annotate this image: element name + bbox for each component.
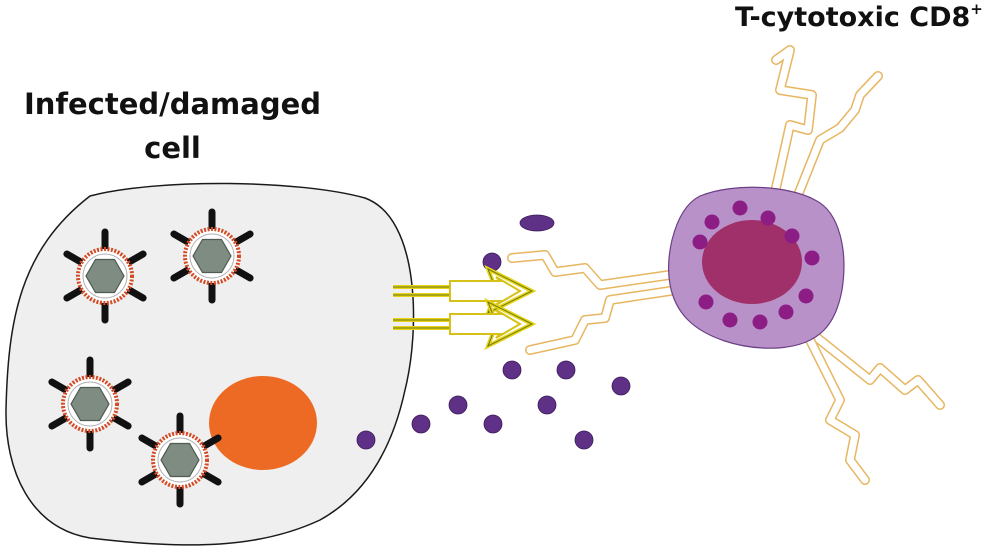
- virus-group: [48, 208, 254, 508]
- receptor-bottom-right-branch: [790, 315, 945, 410]
- granule-group: [692, 200, 820, 330]
- released-particle: [356, 430, 376, 450]
- released-particle: [502, 360, 522, 380]
- t-cell-label: T-cytotoxic CD8+: [735, 0, 983, 33]
- t-cell-granule: [732, 200, 748, 216]
- signal-arrow-group: [393, 264, 537, 351]
- released-particle: [574, 430, 594, 450]
- receptor-bottom-right-branch-core: [791, 316, 944, 409]
- released-particle: [537, 395, 557, 415]
- virus: [170, 208, 254, 304]
- released-particle: [611, 376, 631, 396]
- virus-capsid: [160, 442, 200, 478]
- receptor-left-lower-branch-core: [526, 284, 694, 354]
- t-cell-granule: [722, 312, 738, 328]
- t-cell-granule: [752, 314, 768, 330]
- receptor-top-right-branch-core: [786, 72, 882, 219]
- signal-arrow: [393, 297, 537, 351]
- particle-group: [356, 214, 631, 450]
- t-cell-label-superscript: +: [970, 0, 983, 18]
- receptor-left-upper-branch: [507, 250, 695, 290]
- receptor-left-upper-branch-outline: [507, 250, 695, 290]
- t-cell-granule: [798, 288, 814, 304]
- receptor-top-right-branch: [785, 71, 883, 220]
- virus-capsid: [192, 238, 232, 274]
- t-cell-granule: [804, 250, 820, 266]
- signal-arrow-inner: [449, 276, 522, 306]
- receptor-left-upper-branch-core: [508, 251, 694, 289]
- receptor-bottom-left-branch-core: [801, 326, 869, 484]
- receptor-top-left-branch: [765, 45, 817, 220]
- signal-arrow-inner: [449, 309, 522, 339]
- t-cell-granule: [704, 214, 720, 230]
- infected-cell-label: Infected/damaged cell: [20, 82, 325, 170]
- t-cell-granule: [760, 210, 776, 226]
- signal-arrow: [393, 264, 537, 318]
- infected-cell-nucleus: [209, 376, 317, 470]
- t-cell-granule: [692, 234, 708, 250]
- released-particle: [411, 414, 431, 434]
- t-cell-label-name: T-cytotoxic CD8: [735, 2, 971, 33]
- released-particle: [519, 214, 555, 232]
- t-cell-granule: [784, 228, 800, 244]
- t-cell-granule: [778, 304, 794, 320]
- virus-capsid: [85, 258, 125, 294]
- virus: [138, 412, 222, 508]
- infected-cell-label-line2: cell: [144, 131, 201, 165]
- released-particle: [448, 395, 468, 415]
- receptor-top-left-branch-core: [766, 46, 816, 219]
- t-cell-nucleus: [702, 220, 802, 304]
- t-cell-granule: [698, 294, 714, 310]
- receptor-group: [507, 45, 945, 485]
- released-particle: [556, 360, 576, 380]
- receptor-left-lower-branch: [525, 283, 695, 355]
- infected-cell-label-line1: Infected/damaged: [23, 87, 322, 121]
- released-particle: [483, 414, 503, 434]
- virus: [48, 356, 132, 452]
- receptor-bottom-left-branch: [800, 325, 870, 485]
- virus: [63, 228, 147, 324]
- virus-capsid: [70, 386, 110, 422]
